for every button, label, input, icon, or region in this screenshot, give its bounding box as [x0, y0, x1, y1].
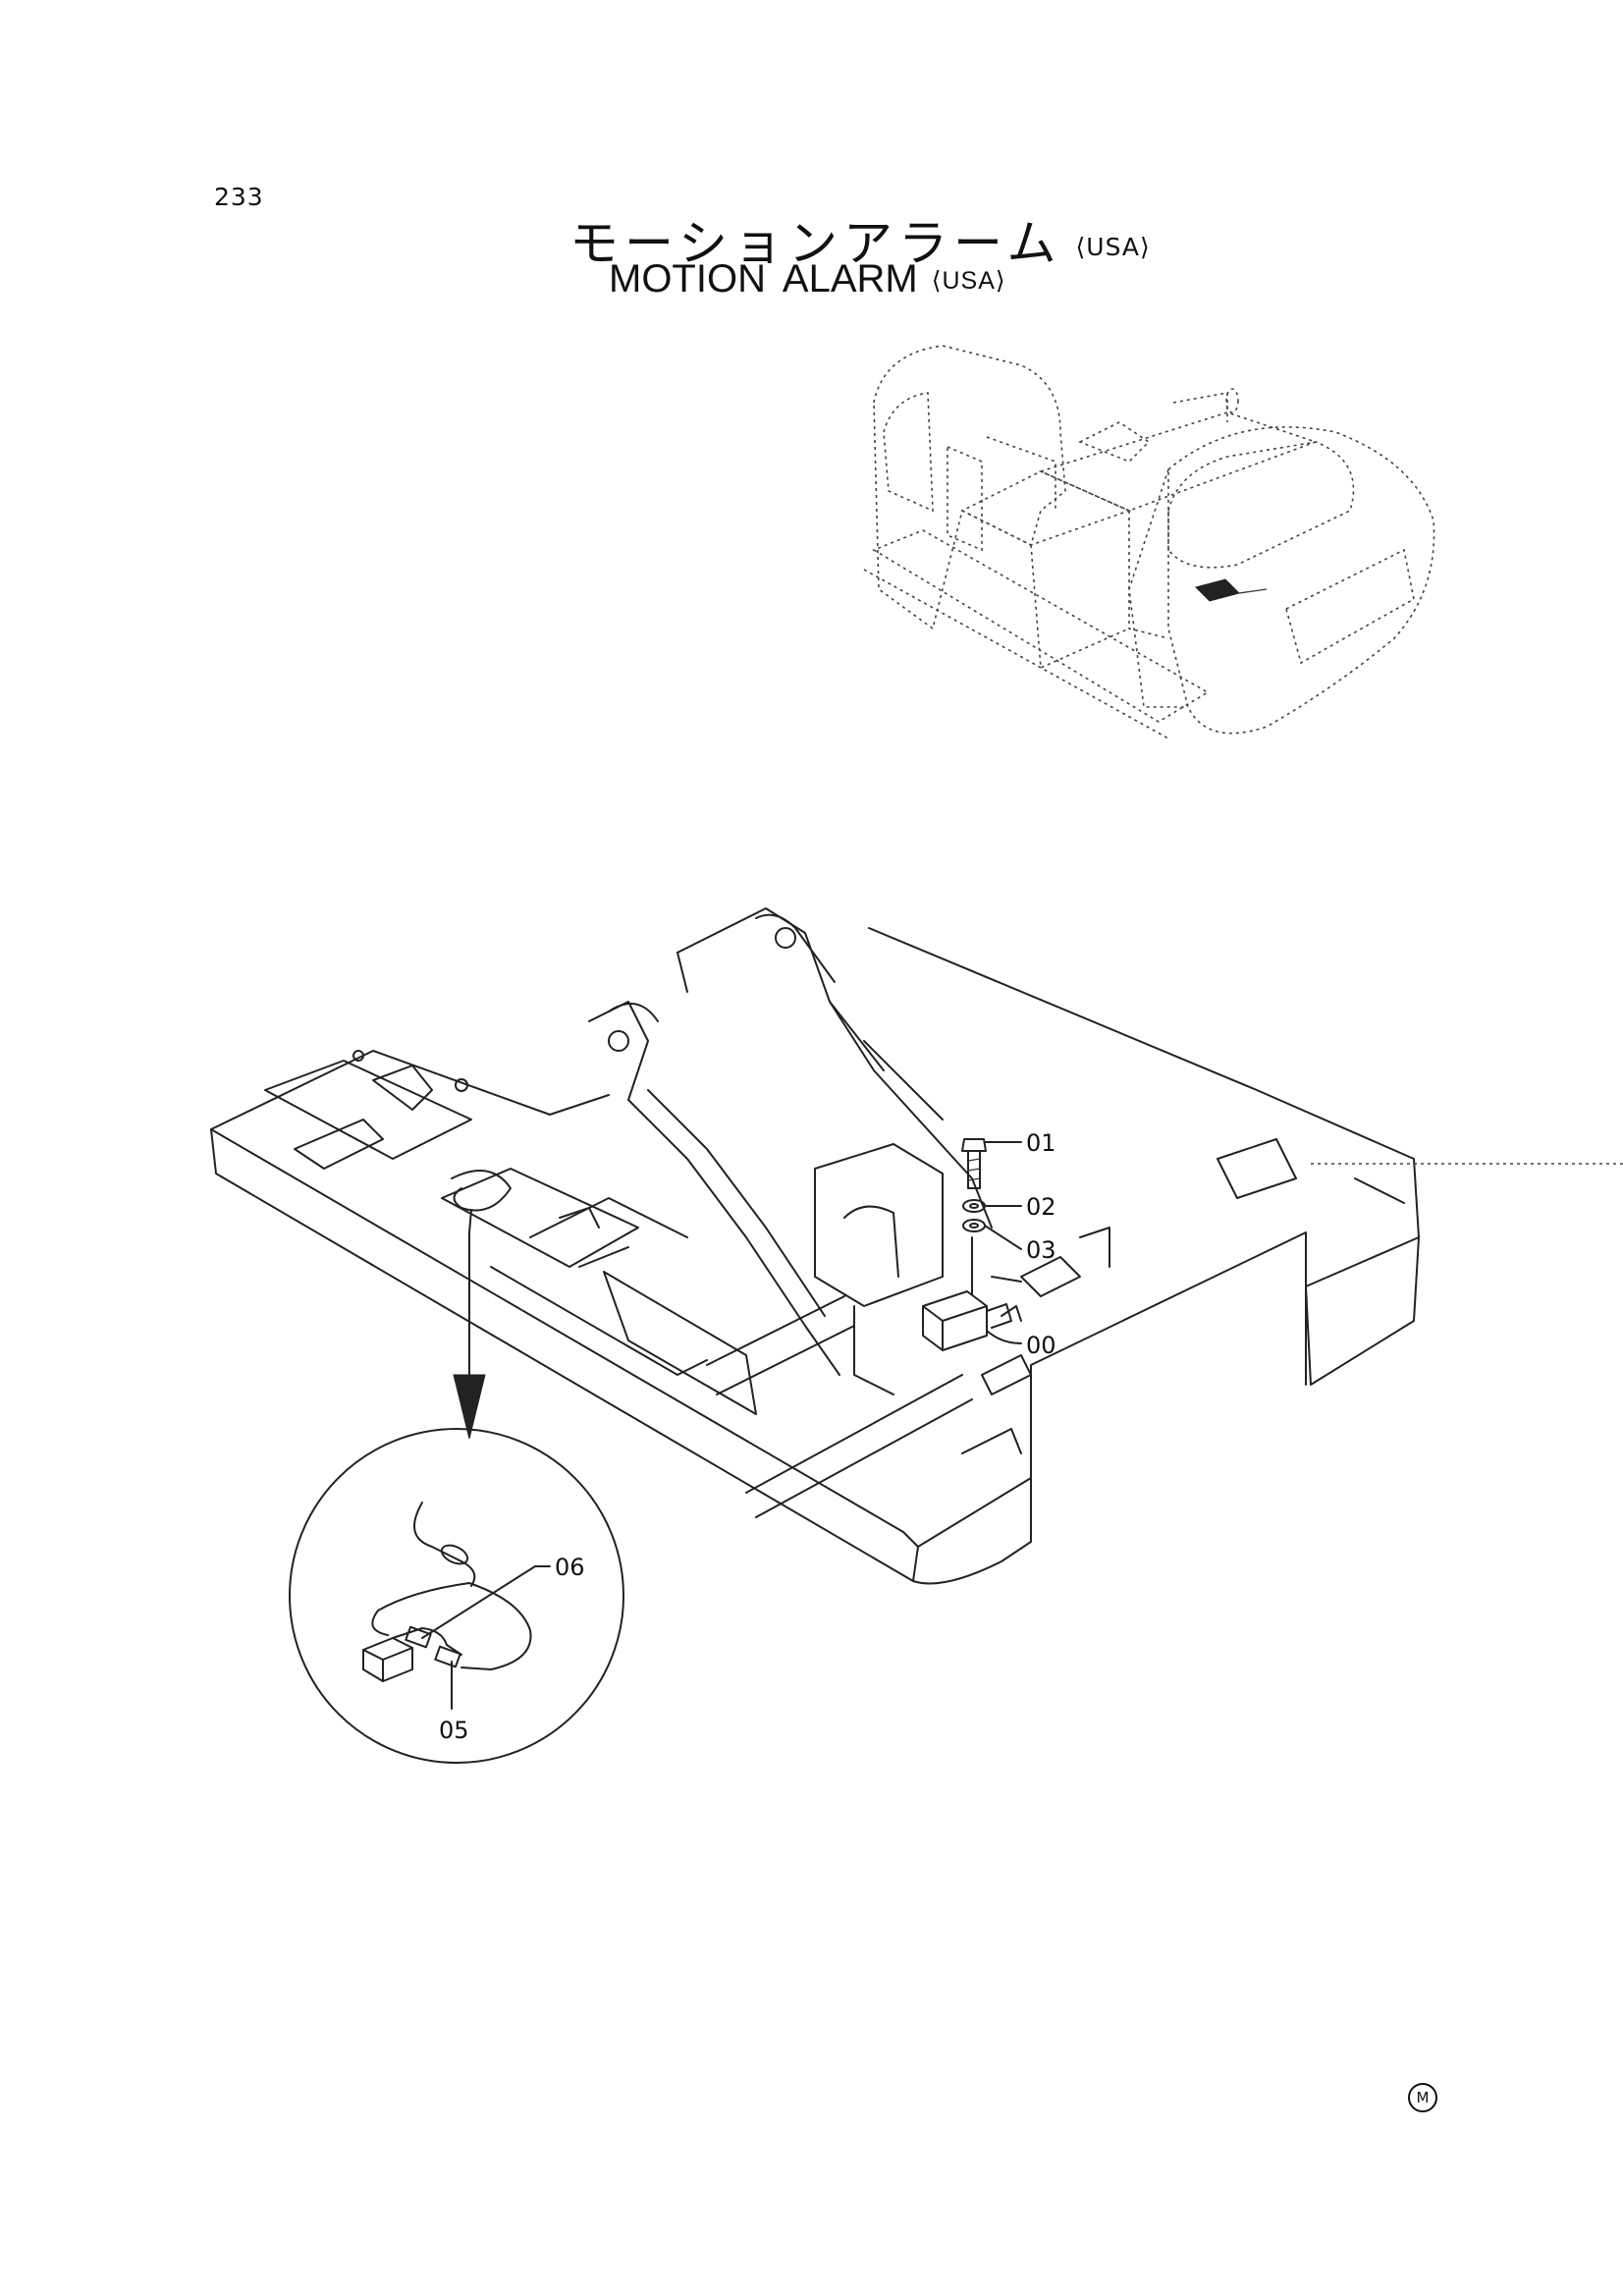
callout-05: 05	[439, 1717, 469, 1744]
callout-01: 01	[1026, 1129, 1056, 1157]
page-number: 233	[214, 183, 264, 211]
title-jp-text: モーションアラーム	[569, 215, 1062, 272]
region-tag-jp: USA	[1076, 233, 1151, 261]
region-tag-en: USA	[932, 267, 1006, 295]
callout-03: 03	[1026, 1236, 1056, 1264]
page-title-japanese: モーションアラーム USA	[569, 204, 1151, 275]
page-title-english: MOTION ALARM USA	[609, 257, 1006, 301]
manufacturer-mark-icon: M	[1408, 2083, 1437, 2112]
callout-02: 02	[1026, 1193, 1056, 1221]
callout-06: 06	[555, 1554, 585, 1581]
callout-group: 01 02 03 00 06 05	[439, 1129, 1056, 1744]
connector-detail-inset	[289, 1428, 624, 1764]
excavator-overview-illustration	[863, 345, 1435, 739]
revolving-frame-illustration	[210, 907, 1623, 1585]
callout-00: 00	[1026, 1332, 1056, 1359]
title-en-text: MOTION ALARM	[609, 257, 918, 301]
